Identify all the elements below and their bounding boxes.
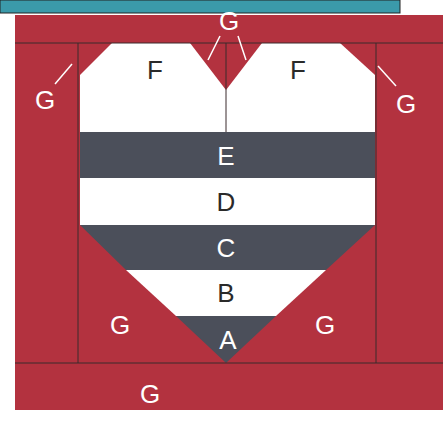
patch-label: G <box>110 312 130 338</box>
leader-lines <box>55 36 396 86</box>
patch-f <box>226 43 375 132</box>
patch-label: E <box>217 143 234 169</box>
patch-label: G <box>315 312 335 338</box>
patch-label: G <box>35 87 55 113</box>
patch-e <box>80 132 375 178</box>
patch-label: B <box>217 280 234 306</box>
patch-label: G <box>219 8 239 34</box>
patch-f <box>80 43 226 132</box>
patch-a <box>176 316 276 363</box>
header-bar <box>0 0 400 13</box>
patch-label: F <box>147 57 163 83</box>
patch-c <box>80 225 375 270</box>
patch-label: G <box>140 381 160 407</box>
patch-label: C <box>217 235 236 261</box>
patch-label: G <box>396 91 416 117</box>
patch-label: A <box>219 327 236 353</box>
patch-b <box>126 270 326 316</box>
seam-lines <box>15 43 443 363</box>
background-fabric <box>15 15 443 410</box>
patch-label: F <box>290 57 306 83</box>
patch-d <box>80 178 375 225</box>
patch-label: D <box>217 189 236 215</box>
